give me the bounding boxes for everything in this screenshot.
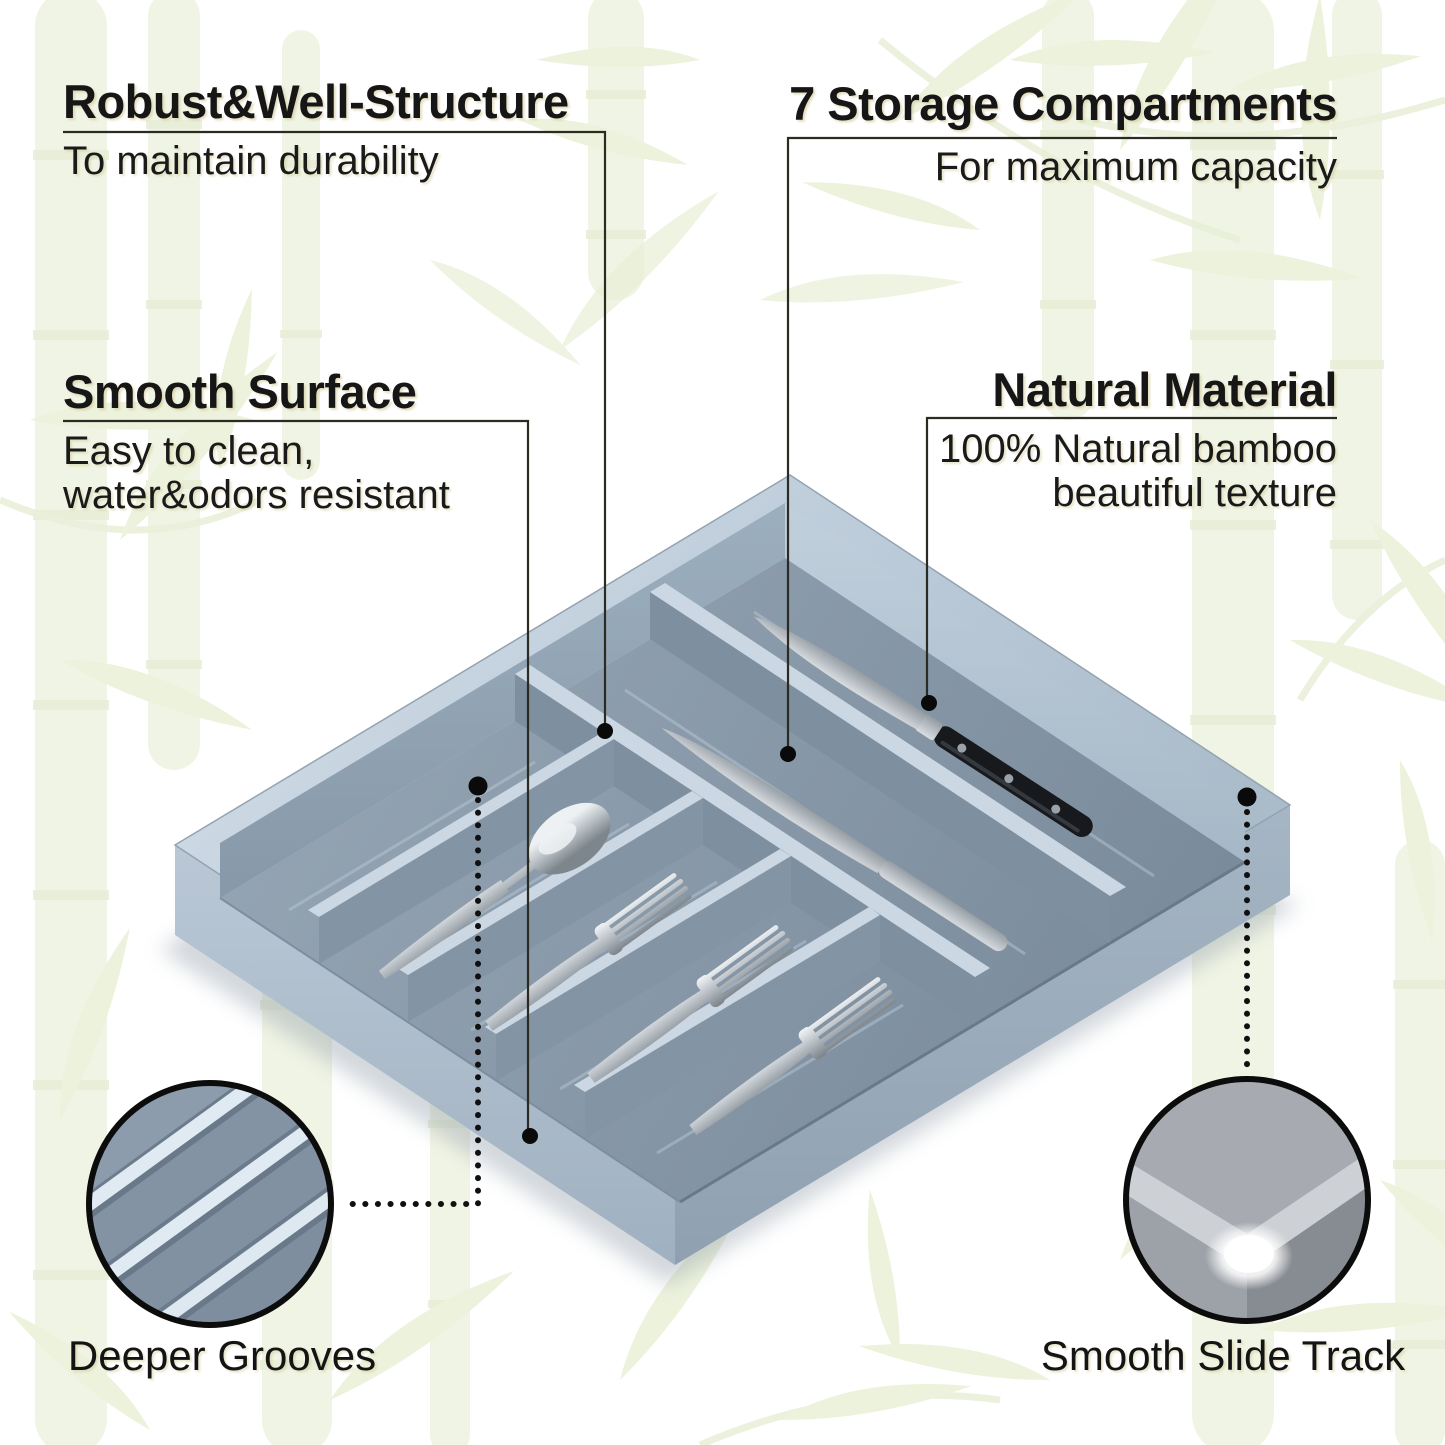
- tray-wall-inner-back-right: [785, 503, 1245, 862]
- callout-desc-natural-2: beautiful texture: [1052, 471, 1337, 515]
- callout-title-smooth: Smooth Surface: [63, 365, 417, 418]
- tray-wall-inner-back-left: [220, 503, 785, 898]
- leader-line-natural: [925, 416, 1337, 703]
- leader-line-storage: [786, 136, 1337, 754]
- connector-dot-robust: [597, 723, 613, 739]
- dotted-line-grooves: [339, 797, 481, 1207]
- inset-label-grooves: Deeper Grooves: [67, 1332, 377, 1379]
- connector-dot-storage: [780, 746, 796, 762]
- fork-graphic-3: [689, 977, 896, 1135]
- inset-circle-slide: [1123, 1076, 1371, 1324]
- tray-graphic: [173, 474, 1292, 1265]
- callout-desc-smooth-2: water&odors resistant: [63, 473, 450, 517]
- callout-desc-natural-1: 100% Natural bamboo: [938, 427, 1337, 471]
- connector-dot-smooth: [522, 1128, 538, 1144]
- leader-line-robust: [63, 130, 607, 731]
- dotted-origin-grooves: [468, 776, 488, 796]
- fork-graphic-2: [587, 925, 794, 1083]
- callout-title-robust: Robust&Well-Structure: [63, 75, 569, 128]
- callout-desc-storage: For maximum capacity: [934, 145, 1337, 189]
- callout-title-natural: Natural Material: [992, 363, 1337, 416]
- spoon-graphic: [379, 802, 611, 980]
- callout-title-storage: 7 Storage Compartments: [789, 77, 1337, 130]
- knife-graphic-black: [753, 616, 1093, 838]
- callout-desc-robust: To maintain durability: [63, 139, 439, 183]
- fork-graphic-1: [485, 873, 692, 1031]
- connector-dot-natural: [921, 695, 937, 711]
- callout-desc-smooth-1: Easy to clean,: [63, 429, 315, 473]
- leader-line-smooth: [63, 419, 530, 1136]
- knife-graphic-silver: [661, 728, 1008, 952]
- dotted-origin-slide: [1237, 787, 1257, 807]
- inset-label-slide: Smooth Slide Track: [1040, 1332, 1406, 1379]
